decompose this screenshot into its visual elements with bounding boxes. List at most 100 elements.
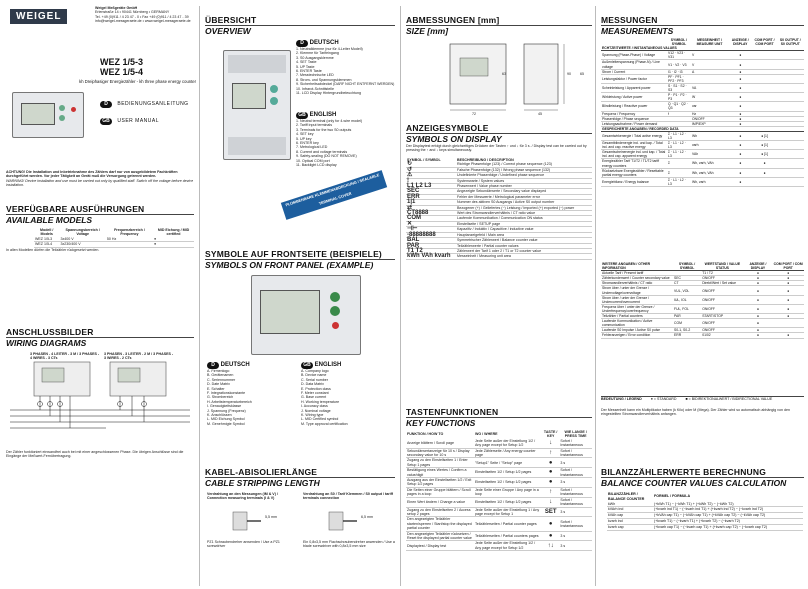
cell: var xyxy=(690,101,729,112)
cell: (+kWh T1) − (−kWh T1) + (+kWh T2) − (−kW… xyxy=(653,501,803,508)
display-desc: Laufende Kommunikation / Communication O… xyxy=(456,215,592,222)
front-en-item: F. Meter constant xyxy=(301,391,329,396)
keys-table: FUNKTION / HOW TO WO / WHERE TASTE / KEY… xyxy=(406,430,592,552)
table-row: Die Seiten einer Gruppe blättern / Scrol… xyxy=(406,487,592,498)
key-symbol: ● xyxy=(542,531,560,542)
overview-de-item: 9. Sicherheitsabdeckel (DARF NICHT ENTFE… xyxy=(296,82,395,87)
table-row: Sekundärwertanzeige für 10 s / Display s… xyxy=(406,448,592,459)
cell: ● xyxy=(752,158,777,169)
cell xyxy=(105,241,153,248)
cell: Σ · L1 · L2 · L3 xyxy=(667,140,691,151)
cell xyxy=(752,111,777,117)
cell: Leistungsaufnahme / Power demand xyxy=(601,121,667,127)
overview-de: D DEUTSCH 1. Neutralklemme (nur für 4-Le… xyxy=(296,40,396,95)
front-en-item: G. Base current xyxy=(301,395,327,400)
balance-title-en: BALANCE COUNTER VALUES CALCULATION xyxy=(601,478,787,488)
cell: ● xyxy=(743,318,773,329)
cell: Stromwandlerverhältnis / CT ratio xyxy=(601,280,673,287)
cell xyxy=(673,270,702,277)
key-symbol: ● xyxy=(542,457,560,469)
cell: kVArh ind xyxy=(607,506,653,514)
cell: Einen Wert ändern / Change a value xyxy=(406,497,474,508)
cell: Rücksetzbare Energiezähler / Resettable … xyxy=(601,168,667,178)
lang-badge-en: GB xyxy=(100,118,112,125)
cell: Wh, varh xyxy=(690,177,729,188)
cell: WEZ 1/5-3 xyxy=(34,236,60,243)
device-lcd xyxy=(232,83,266,109)
table-row: !Systemwarte / System values xyxy=(406,178,592,185)
display-title: ANZEIGESYMBOLE xyxy=(406,124,592,134)
front-en-item: H. Working temperature xyxy=(301,399,340,404)
model-title-2: WEZ 1/5-4 xyxy=(100,67,144,77)
product-button xyxy=(59,105,65,111)
cell: Strom / Current xyxy=(601,69,667,75)
manual-title-de: BEDIENUNGSANLEITUNG xyxy=(117,101,189,107)
front-de-item: A. Firmenlogo xyxy=(207,369,230,373)
cell: VAh xyxy=(690,149,729,160)
cell: W xyxy=(690,92,729,103)
cell: V xyxy=(690,59,729,70)
cell: FUL, FOL xyxy=(673,304,702,315)
device-terminals-bottom xyxy=(228,137,286,155)
key-symbol: SET xyxy=(542,507,560,518)
measure-table: SYMBOL / SYMBOL MESSEINHEIT / MEASURE UN… xyxy=(601,38,804,188)
cell: ● xyxy=(728,74,753,84)
overview-en: GB ENGLISH 1. Neutral terminal (only for… xyxy=(296,112,396,167)
overview-de-item: 3. S0 Ausgangsklemme xyxy=(296,55,334,60)
table-header: SYMBOL / SYMBOL MESSEINHEIT / MEASURE UN… xyxy=(601,38,804,46)
cell: Energiebilanz / Energy balance xyxy=(601,177,667,188)
front-de-item: B. Gerätenamen xyxy=(207,373,234,378)
display-symbol: T1 T2 xyxy=(406,248,456,255)
front-en-item: M. Type approval certification xyxy=(301,421,348,426)
key-symbol: ↓ xyxy=(542,438,560,449)
table-row: Außenleiterspannung (Phase-N) / Line vol… xyxy=(601,59,804,70)
cell: Frequenz / Frequency xyxy=(601,111,667,117)
cell: Displaytest / Display test xyxy=(406,540,474,552)
product-lcd xyxy=(21,103,55,125)
company-name: Weigel Meßgeräte GmbH xyxy=(95,6,138,10)
strip-length-2: 6,5 mm xyxy=(361,515,373,519)
overview-en-item: 2. Tariff input terminals xyxy=(296,123,333,128)
front-en: GB ENGLISH A. Company logo B. Device nam… xyxy=(301,362,395,426)
cell: ● xyxy=(728,59,753,70)
cell: Wh, varh, VAh xyxy=(690,168,729,178)
col-header: S0 OUTPUT / S0 OUTPUT xyxy=(779,38,801,47)
cell: Gesamtblindenergie ind. und kap. / Total… xyxy=(601,140,667,151)
display-desc: Symmetrischer Zählerwert / Balance count… xyxy=(456,237,592,244)
table-row: kvarh ind(+kvarh T1) − (−kvarh T1) + (+k… xyxy=(607,518,803,525)
cell: ● xyxy=(153,241,194,248)
overview-en-item: 6. ENTER key xyxy=(296,141,319,146)
front-de-item: D. Date Matrix xyxy=(207,382,230,387)
balance-table: BILANZZÄHLER / BALANCE COUNTER FORMEL / … xyxy=(607,492,803,531)
front-en-item: C. Serial number xyxy=(301,377,328,382)
cell: V xyxy=(690,50,729,61)
cell: 01/02 xyxy=(701,332,744,339)
cell xyxy=(752,59,777,70)
cell: Gesamtscheinenergie ind. und kap. / Tota… xyxy=(601,149,667,160)
cell xyxy=(752,101,777,112)
overview-en-item: 11. Backlight LCD display xyxy=(296,163,337,168)
cell: PF · PF1 · PF2 · PF3 xyxy=(667,74,691,84)
display-symbol: ! xyxy=(406,178,456,185)
table-header: FUNKTION / HOW TO WO / WHERE TASTE / KEY… xyxy=(406,430,592,439)
cell: Sofort / Instantaneous xyxy=(559,438,592,449)
col-header: BESCHREIBUNG / DESCRIPTION xyxy=(457,158,514,162)
front-led xyxy=(332,322,339,329)
cell: ● xyxy=(743,275,773,282)
table-row: Strom über / unter der Grenze / Undervol… xyxy=(601,285,804,296)
cell: ON/OFF xyxy=(701,327,744,334)
cell: Sekundärwertanzeige für 10 s / Display s… xyxy=(406,448,474,459)
table-row: kVAh cap(+kVAh cap T1) − (−kVAh cap T1) … xyxy=(607,512,803,519)
legend-standard: ● = STANDARD xyxy=(650,397,677,401)
front-de-head: DEUTSCH xyxy=(220,362,250,368)
cell: ● xyxy=(772,275,804,282)
table-row: Den angezeigten Teilzähler rücksetzen / … xyxy=(406,531,592,542)
